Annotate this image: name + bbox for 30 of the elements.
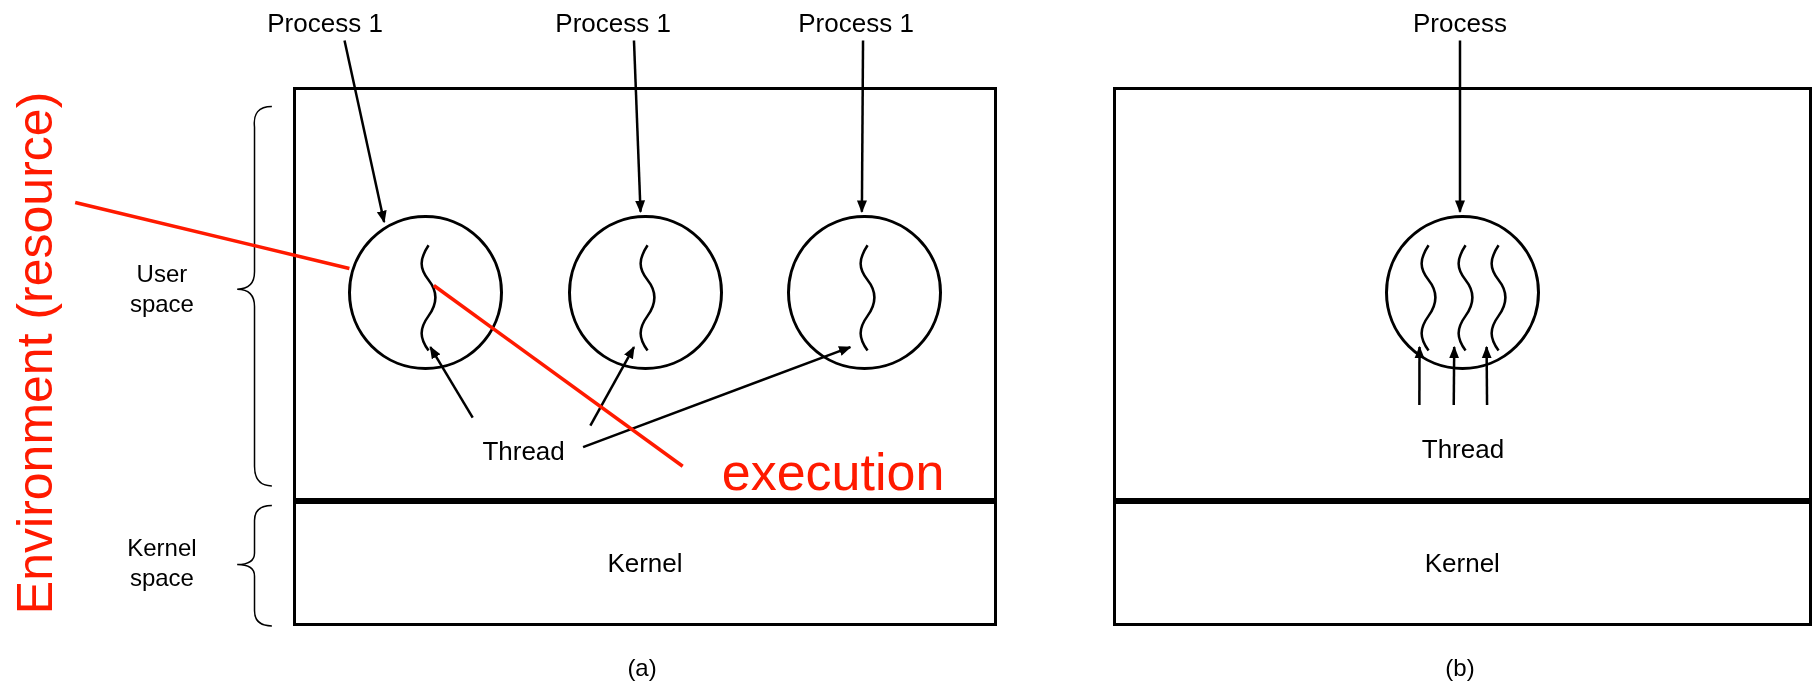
thread-label: Thread: [471, 434, 576, 470]
region-label: Kernel space: [126, 533, 198, 594]
arrow: [1455, 40, 1465, 213]
kernel-box: [292, 500, 998, 626]
kernel-box: [1112, 500, 1812, 626]
thread-label: Thread: [1410, 407, 1516, 470]
arrow: [429, 346, 474, 419]
arrow: [632, 40, 646, 213]
arrow: [582, 345, 852, 449]
annotation-text: Environment (resource): [5, 17, 64, 689]
process-label: Process: [1407, 5, 1513, 41]
process-label: Process 1: [543, 5, 683, 41]
arrow: [1481, 345, 1492, 405]
arrow: [1449, 345, 1460, 405]
region-label: User space: [128, 259, 195, 320]
kernel-label: Kernel: [607, 546, 683, 580]
arrow: [1414, 345, 1425, 405]
process-area-box: [1112, 86, 1812, 501]
process-label: Process 1: [255, 5, 395, 41]
leader-line: [432, 284, 684, 468]
process-area-box: [292, 86, 998, 501]
panel-label: (b): [1444, 652, 1476, 683]
kernel-label: Kernel: [1424, 546, 1500, 580]
leader-line: [74, 200, 350, 271]
arrow: [343, 40, 387, 224]
annotation-text: execution: [691, 442, 975, 501]
arrow: [589, 345, 636, 427]
arrow: [856, 40, 867, 213]
process-label: Process 1: [786, 5, 926, 41]
panel-label: (a): [626, 652, 658, 683]
